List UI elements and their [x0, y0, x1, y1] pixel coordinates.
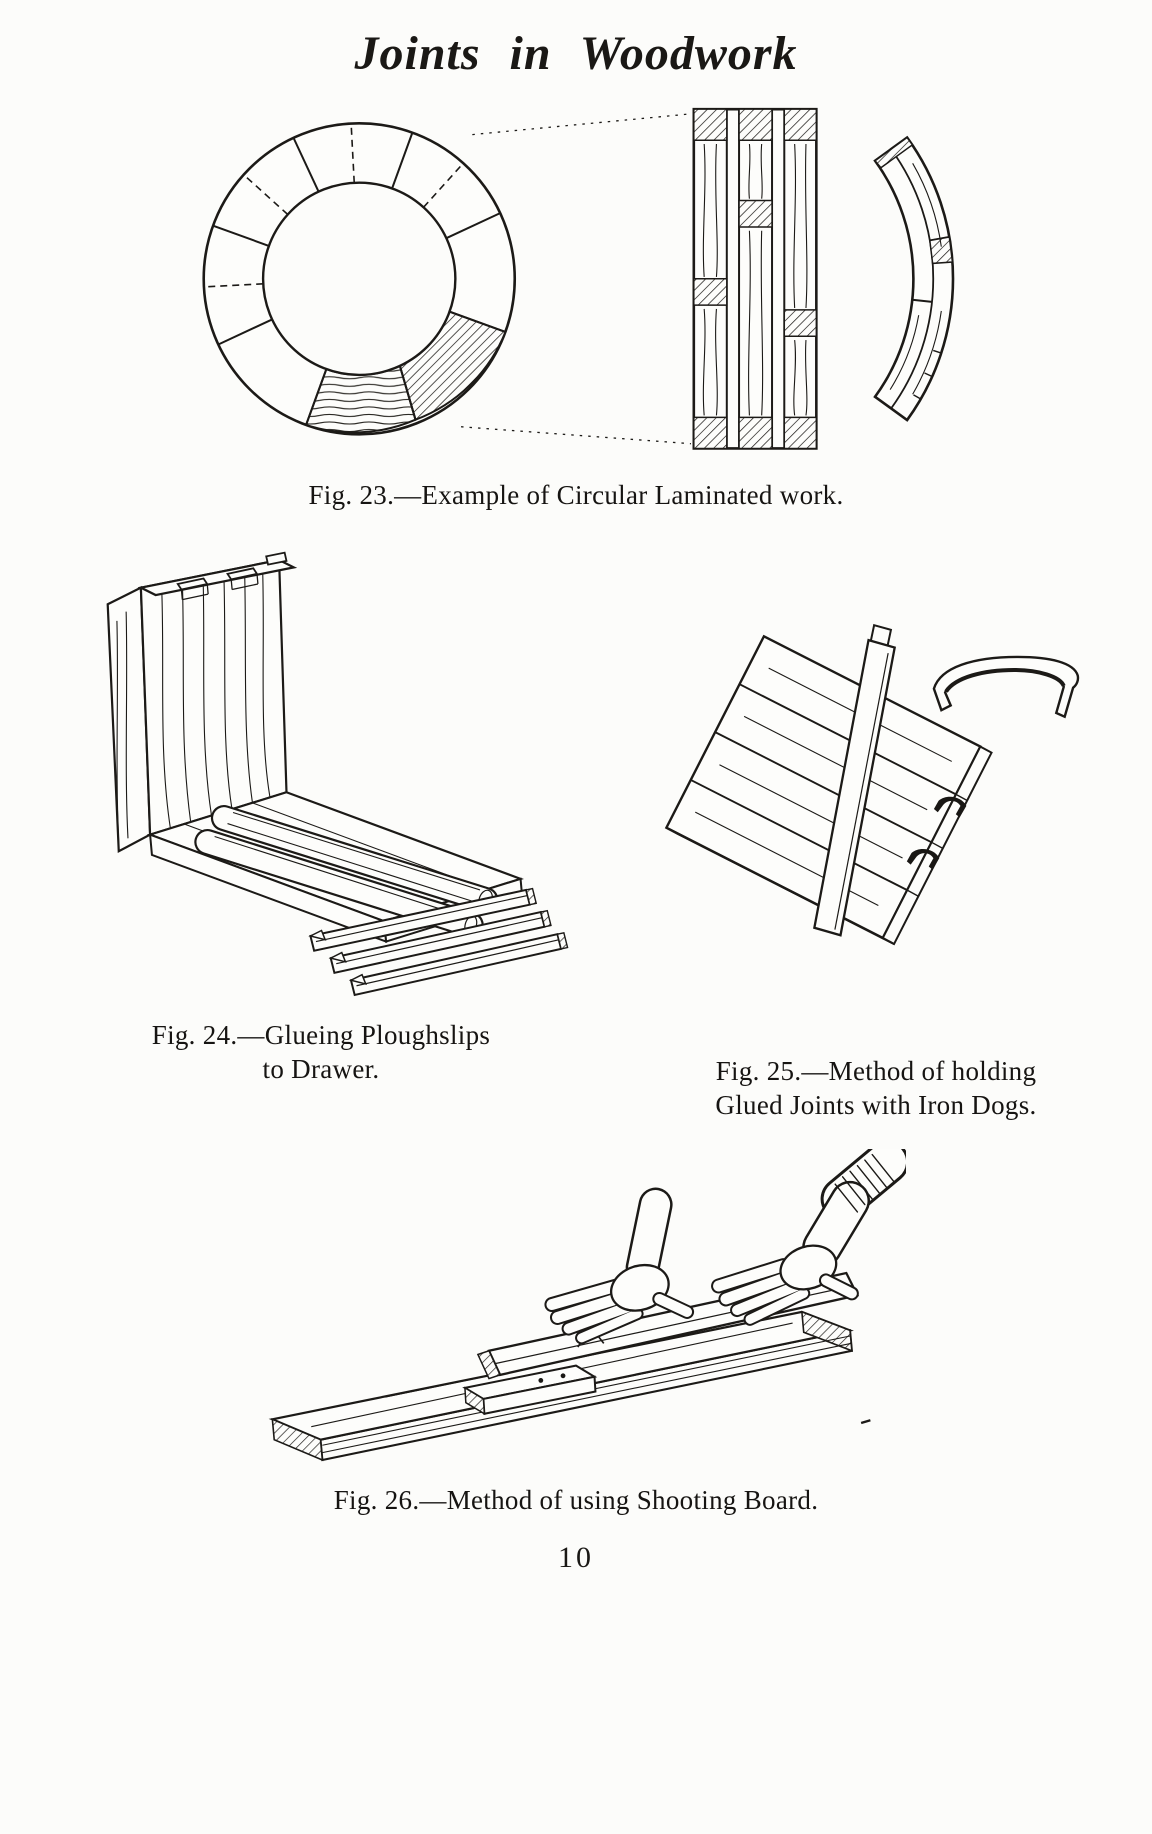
fig26-illustration	[246, 1149, 906, 1473]
fig26-caption: Fig. 26.—Method of using Shooting Board.	[333, 1484, 819, 1515]
left-hand	[552, 1204, 687, 1337]
fig24-caption: Fig. 24.—Glueing Ploughslips to Drawer.	[41, 1018, 601, 1087]
laminated-ring-plan-view	[204, 123, 515, 434]
fig23-caption: Fig. 23.—Example of Circular Laminated w…	[308, 480, 844, 510]
fig25-illustration	[661, 599, 1091, 1038]
curved-segment-view	[875, 138, 953, 421]
right-hand	[719, 1154, 895, 1319]
iron-dog-detail	[934, 656, 1078, 716]
figure-24: Fig. 24.—Glueing Ploughslips to Drawer.	[41, 547, 601, 1087]
figure-23: Fig. 23.—Example of Circular Laminated w…	[0, 95, 1152, 513]
page-title: Joints in Woodwork	[354, 27, 798, 80]
fig25-caption-line2: Glued Joints with Iron Dogs.	[715, 1090, 1037, 1121]
fig24-caption-line1: Fig. 24.—Glueing Ploughslips	[151, 1019, 491, 1050]
figure-26: Fig. 26.—Method of using Shooting Board.	[0, 1149, 1152, 1518]
fig24-illustration	[69, 547, 574, 1008]
fig23-illustration	[161, 95, 991, 472]
fig25-caption-line1: Fig. 25.—Method of holding	[715, 1055, 1037, 1086]
fig24-caption-line2: to Drawer.	[262, 1054, 380, 1085]
figure-25: Fig. 25.—Method of holding Glued Joints …	[641, 547, 1111, 1123]
iron-dog-on-edge	[906, 796, 967, 870]
laminated-section-view	[694, 109, 817, 448]
page-number: 10	[558, 1541, 594, 1575]
fig25-caption: Fig. 25.—Method of holding Glued Joints …	[641, 1054, 1111, 1123]
